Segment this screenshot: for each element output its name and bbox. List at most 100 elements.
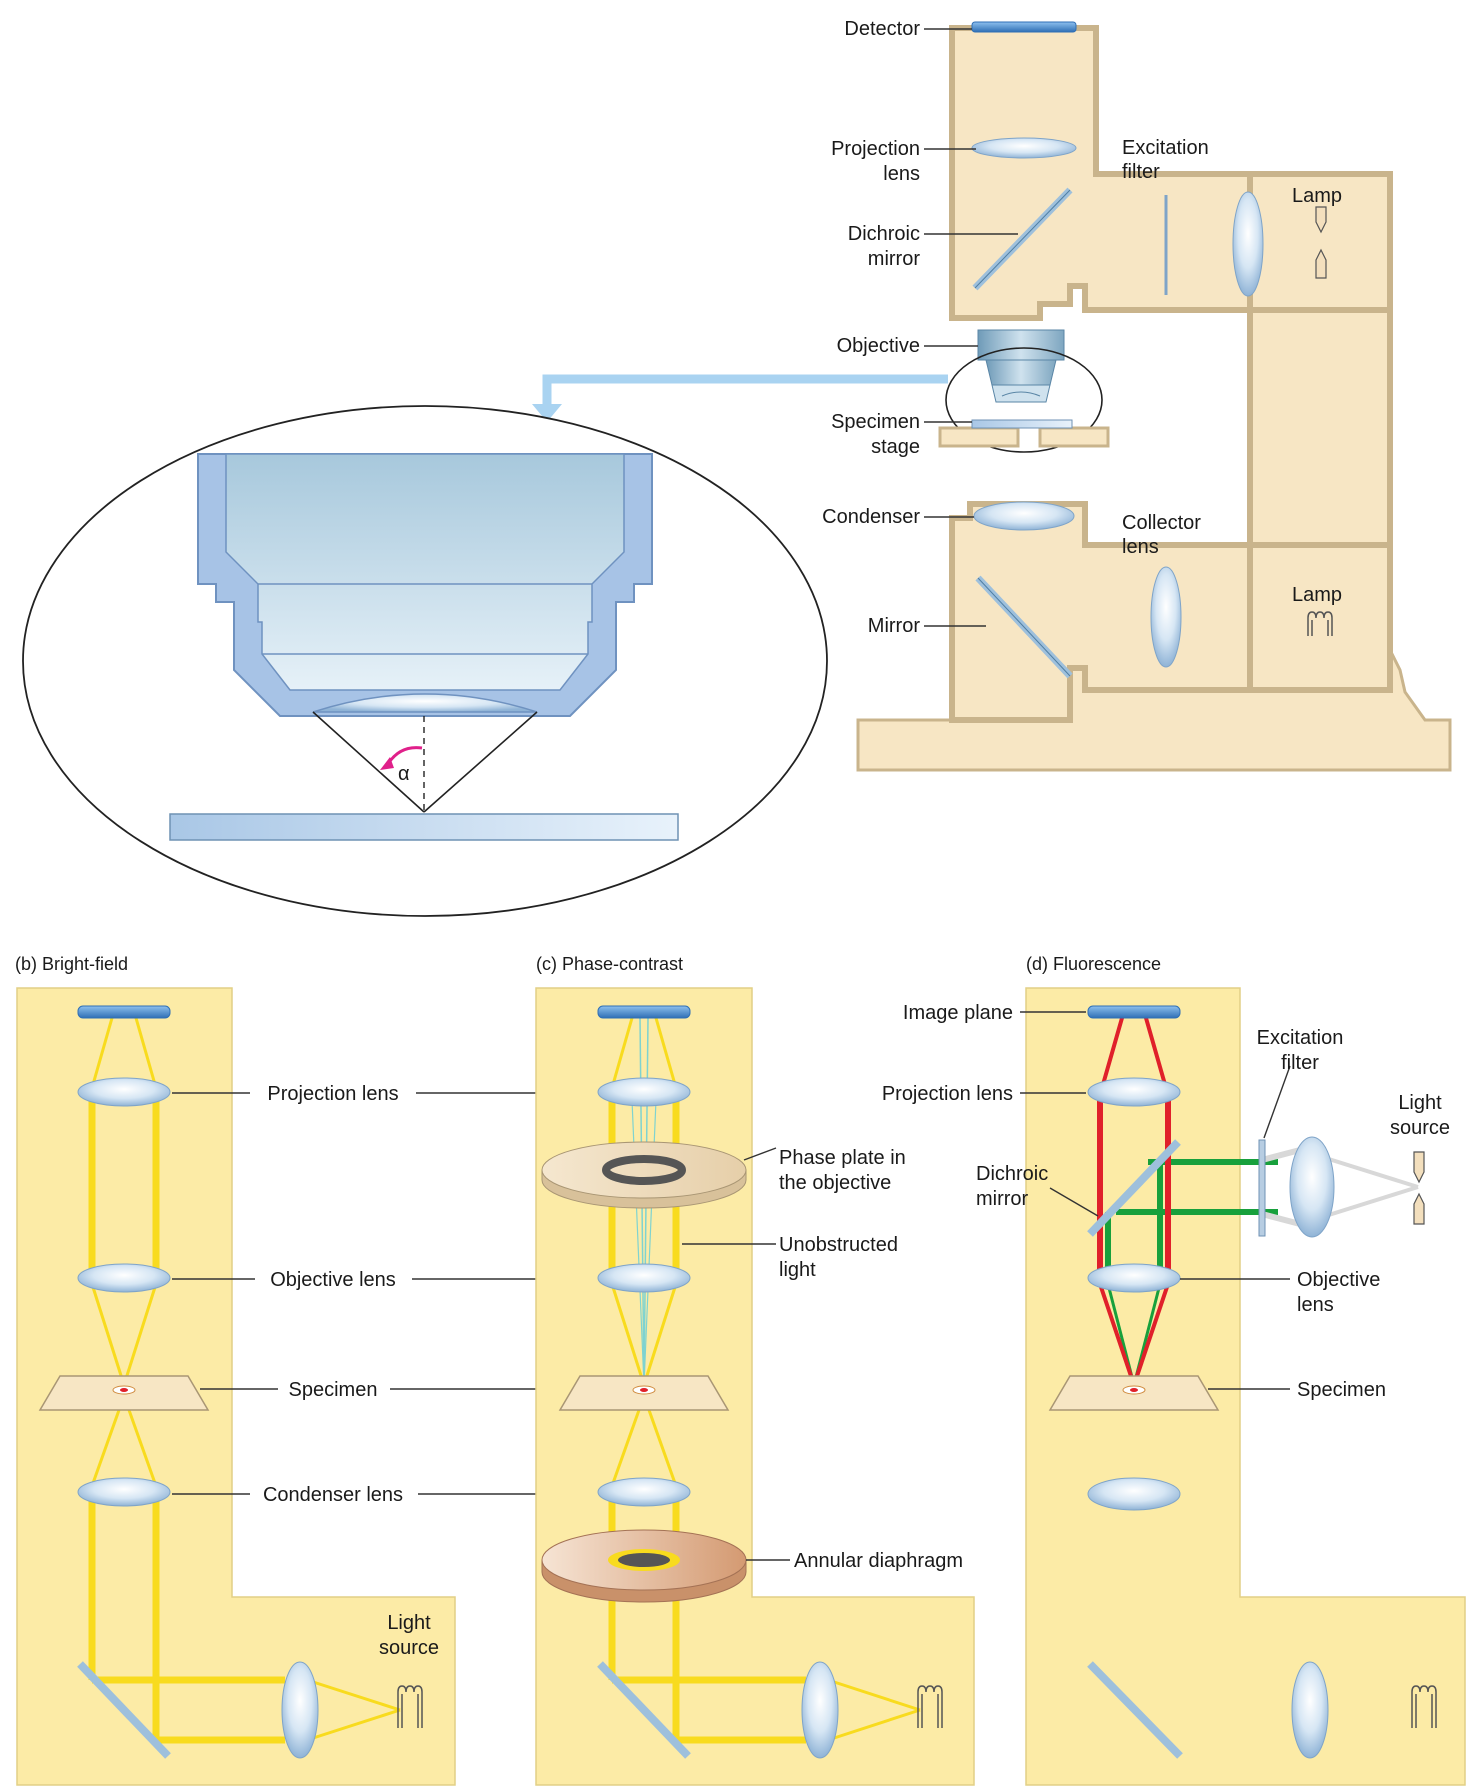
detector-label: Detector xyxy=(844,18,920,40)
phase-plate-label-line1: Phase plate in xyxy=(779,1147,906,1169)
projection-lens-label-line2: lens xyxy=(883,163,920,185)
fluorescence-projection-lens xyxy=(1087,1077,1181,1107)
fluorescence-condenser-lens xyxy=(1087,1477,1181,1511)
lamp-housing-top xyxy=(1247,171,1393,313)
lamp-bottom-label: Lamp xyxy=(1292,584,1342,606)
fl-light-source-label-line2: source xyxy=(1390,1117,1450,1139)
fluorescence-dichroic-mirror xyxy=(1087,1139,1181,1237)
projection-lens-element xyxy=(971,137,1077,159)
fluorescence-mirror xyxy=(1087,1661,1183,1759)
fl-dichroic-mirror-label-line2: mirror xyxy=(976,1188,1029,1210)
fluorescence-panel: (d) Fluorescence xyxy=(882,954,1466,1786)
phase-contrast-panel: (c) Phase-contrast xyxy=(535,954,975,1786)
annular-diaphragm xyxy=(541,1529,747,1603)
bright-field-objective-lens xyxy=(77,1263,171,1293)
bright-field-light-path xyxy=(88,1017,401,1744)
fl-objective-lens-label-line1: Objective xyxy=(1297,1269,1380,1291)
objective-lens-label: Objective lens xyxy=(270,1269,396,1291)
fl-objective-lens-label-line2: lens xyxy=(1297,1294,1334,1316)
fluorescence-image-plane xyxy=(1087,1005,1181,1019)
inset-slide xyxy=(169,813,679,841)
stage-right xyxy=(1038,426,1110,448)
phase-contrast-collector-lens xyxy=(801,1661,839,1759)
alpha-symbol: α xyxy=(398,763,410,785)
fluorescence-light-path xyxy=(1097,1017,1419,1386)
bright-field-mirror xyxy=(77,1661,171,1759)
projection-lens-label: Projection lens xyxy=(267,1083,398,1105)
bright-field-image-plane xyxy=(77,1005,171,1019)
bright-field-title: (b) Bright-field xyxy=(15,954,128,974)
phase-plate-label-line2: the objective xyxy=(779,1172,891,1194)
annular-diaphragm-label: Annular diaphragm xyxy=(794,1550,963,1572)
excitation-filter-label-line1: Excitation xyxy=(1122,137,1209,159)
bright-field-projection-lens xyxy=(77,1077,171,1107)
objective-zoom-inset: α xyxy=(22,405,828,917)
bright-field-panel: (b) Bright-field xyxy=(15,954,572,1786)
detector-element xyxy=(971,21,1077,33)
specimen-slide xyxy=(971,419,1073,429)
image-plane-label: Image plane xyxy=(903,1002,1013,1024)
fluorescence-excitation-filter xyxy=(1258,1139,1266,1237)
fluorescence-collector-lens xyxy=(1291,1661,1329,1759)
phase-contrast-image-plane xyxy=(597,1005,691,1019)
phase-contrast-bulb-icon xyxy=(917,1685,943,1728)
microscope-labels: Detector Projection lens Excitation filt… xyxy=(822,18,1342,637)
collector-lens-label-line2: lens xyxy=(1122,536,1159,558)
inset-front-lens xyxy=(312,693,538,713)
dichroic-mirror-label-line1: Dichroic xyxy=(848,223,920,245)
zoom-circle xyxy=(945,347,1103,453)
bright-field-condenser-lens xyxy=(77,1477,171,1507)
callout-arrow xyxy=(542,374,948,408)
fl-projection-lens-label: Projection lens xyxy=(882,1083,1013,1105)
fluorescence-lamp-lens xyxy=(1289,1136,1335,1238)
specimen-stage-label-line1: Specimen xyxy=(831,411,920,433)
phase-contrast-condenser-lens xyxy=(597,1477,691,1507)
condenser-label: Condenser xyxy=(822,506,920,528)
microscope-body xyxy=(856,25,1452,772)
stage-left xyxy=(938,426,1020,448)
bright-field-collector-lens xyxy=(281,1661,319,1759)
condenser-element xyxy=(973,501,1075,531)
objective-element xyxy=(977,329,1065,403)
fluorescence-title: (d) Fluorescence xyxy=(1026,954,1161,974)
fl-dichroic-mirror-label-line1: Dichroic xyxy=(976,1163,1048,1185)
fluorescence-bulb-icon xyxy=(1411,1685,1437,1728)
bf-light-source-label-line1: Light xyxy=(387,1612,431,1634)
excitation-filter-label-line2: filter xyxy=(1122,161,1160,183)
bright-field-bulb-icon xyxy=(397,1685,423,1728)
inset-barrel xyxy=(225,453,625,691)
lower-body xyxy=(949,501,1253,723)
specimen-label: Specimen xyxy=(289,1379,378,1401)
lamp-housing-bottom xyxy=(1247,542,1393,693)
fluorescence-lamp-electrode-upper xyxy=(1413,1151,1425,1184)
bulb-filament-icon xyxy=(1307,611,1333,636)
fl-light-source-label-line1: Light xyxy=(1398,1092,1442,1114)
lamp-top-label: Lamp xyxy=(1292,185,1342,207)
unobstructed-light-label-line1: Unobstructed xyxy=(779,1234,898,1256)
mirror-label: Mirror xyxy=(868,615,921,637)
phase-contrast-projection-lens xyxy=(597,1077,691,1107)
callout-arrowhead xyxy=(532,404,562,422)
unobstructed-light-label-line2: light xyxy=(779,1259,816,1281)
lamp-electrode-upper xyxy=(1315,206,1327,234)
fl-specimen-label: Specimen xyxy=(1297,1379,1386,1401)
dichroic-mirror-label-line2: mirror xyxy=(868,248,921,270)
phase-contrast-title: (c) Phase-contrast xyxy=(536,954,683,974)
bright-field-background xyxy=(16,987,456,1786)
fluorescence-objective-lens xyxy=(1087,1263,1181,1293)
phase-contrast-mirror xyxy=(597,1661,691,1759)
specimen-stage-label-line2: stage xyxy=(871,436,920,458)
fl-excitation-filter-label-line1: Excitation xyxy=(1257,1027,1344,1049)
projection-lens-label-line1: Projection xyxy=(831,138,920,160)
collector-lens-element xyxy=(1150,566,1182,668)
bf-light-source-label-line2: source xyxy=(379,1637,439,1659)
fl-excitation-filter-label-line2: filter xyxy=(1281,1052,1319,1074)
collector-lens-label-line1: Collector xyxy=(1122,512,1201,534)
lamp-electrode-lower xyxy=(1315,248,1327,279)
upper-body xyxy=(949,25,1253,321)
fluorescence-lamp-electrode-lower xyxy=(1413,1192,1425,1225)
condenser-lens-label: Condenser lens xyxy=(263,1484,403,1506)
phase-plate xyxy=(541,1141,747,1209)
lamp-lens-top xyxy=(1232,191,1264,297)
